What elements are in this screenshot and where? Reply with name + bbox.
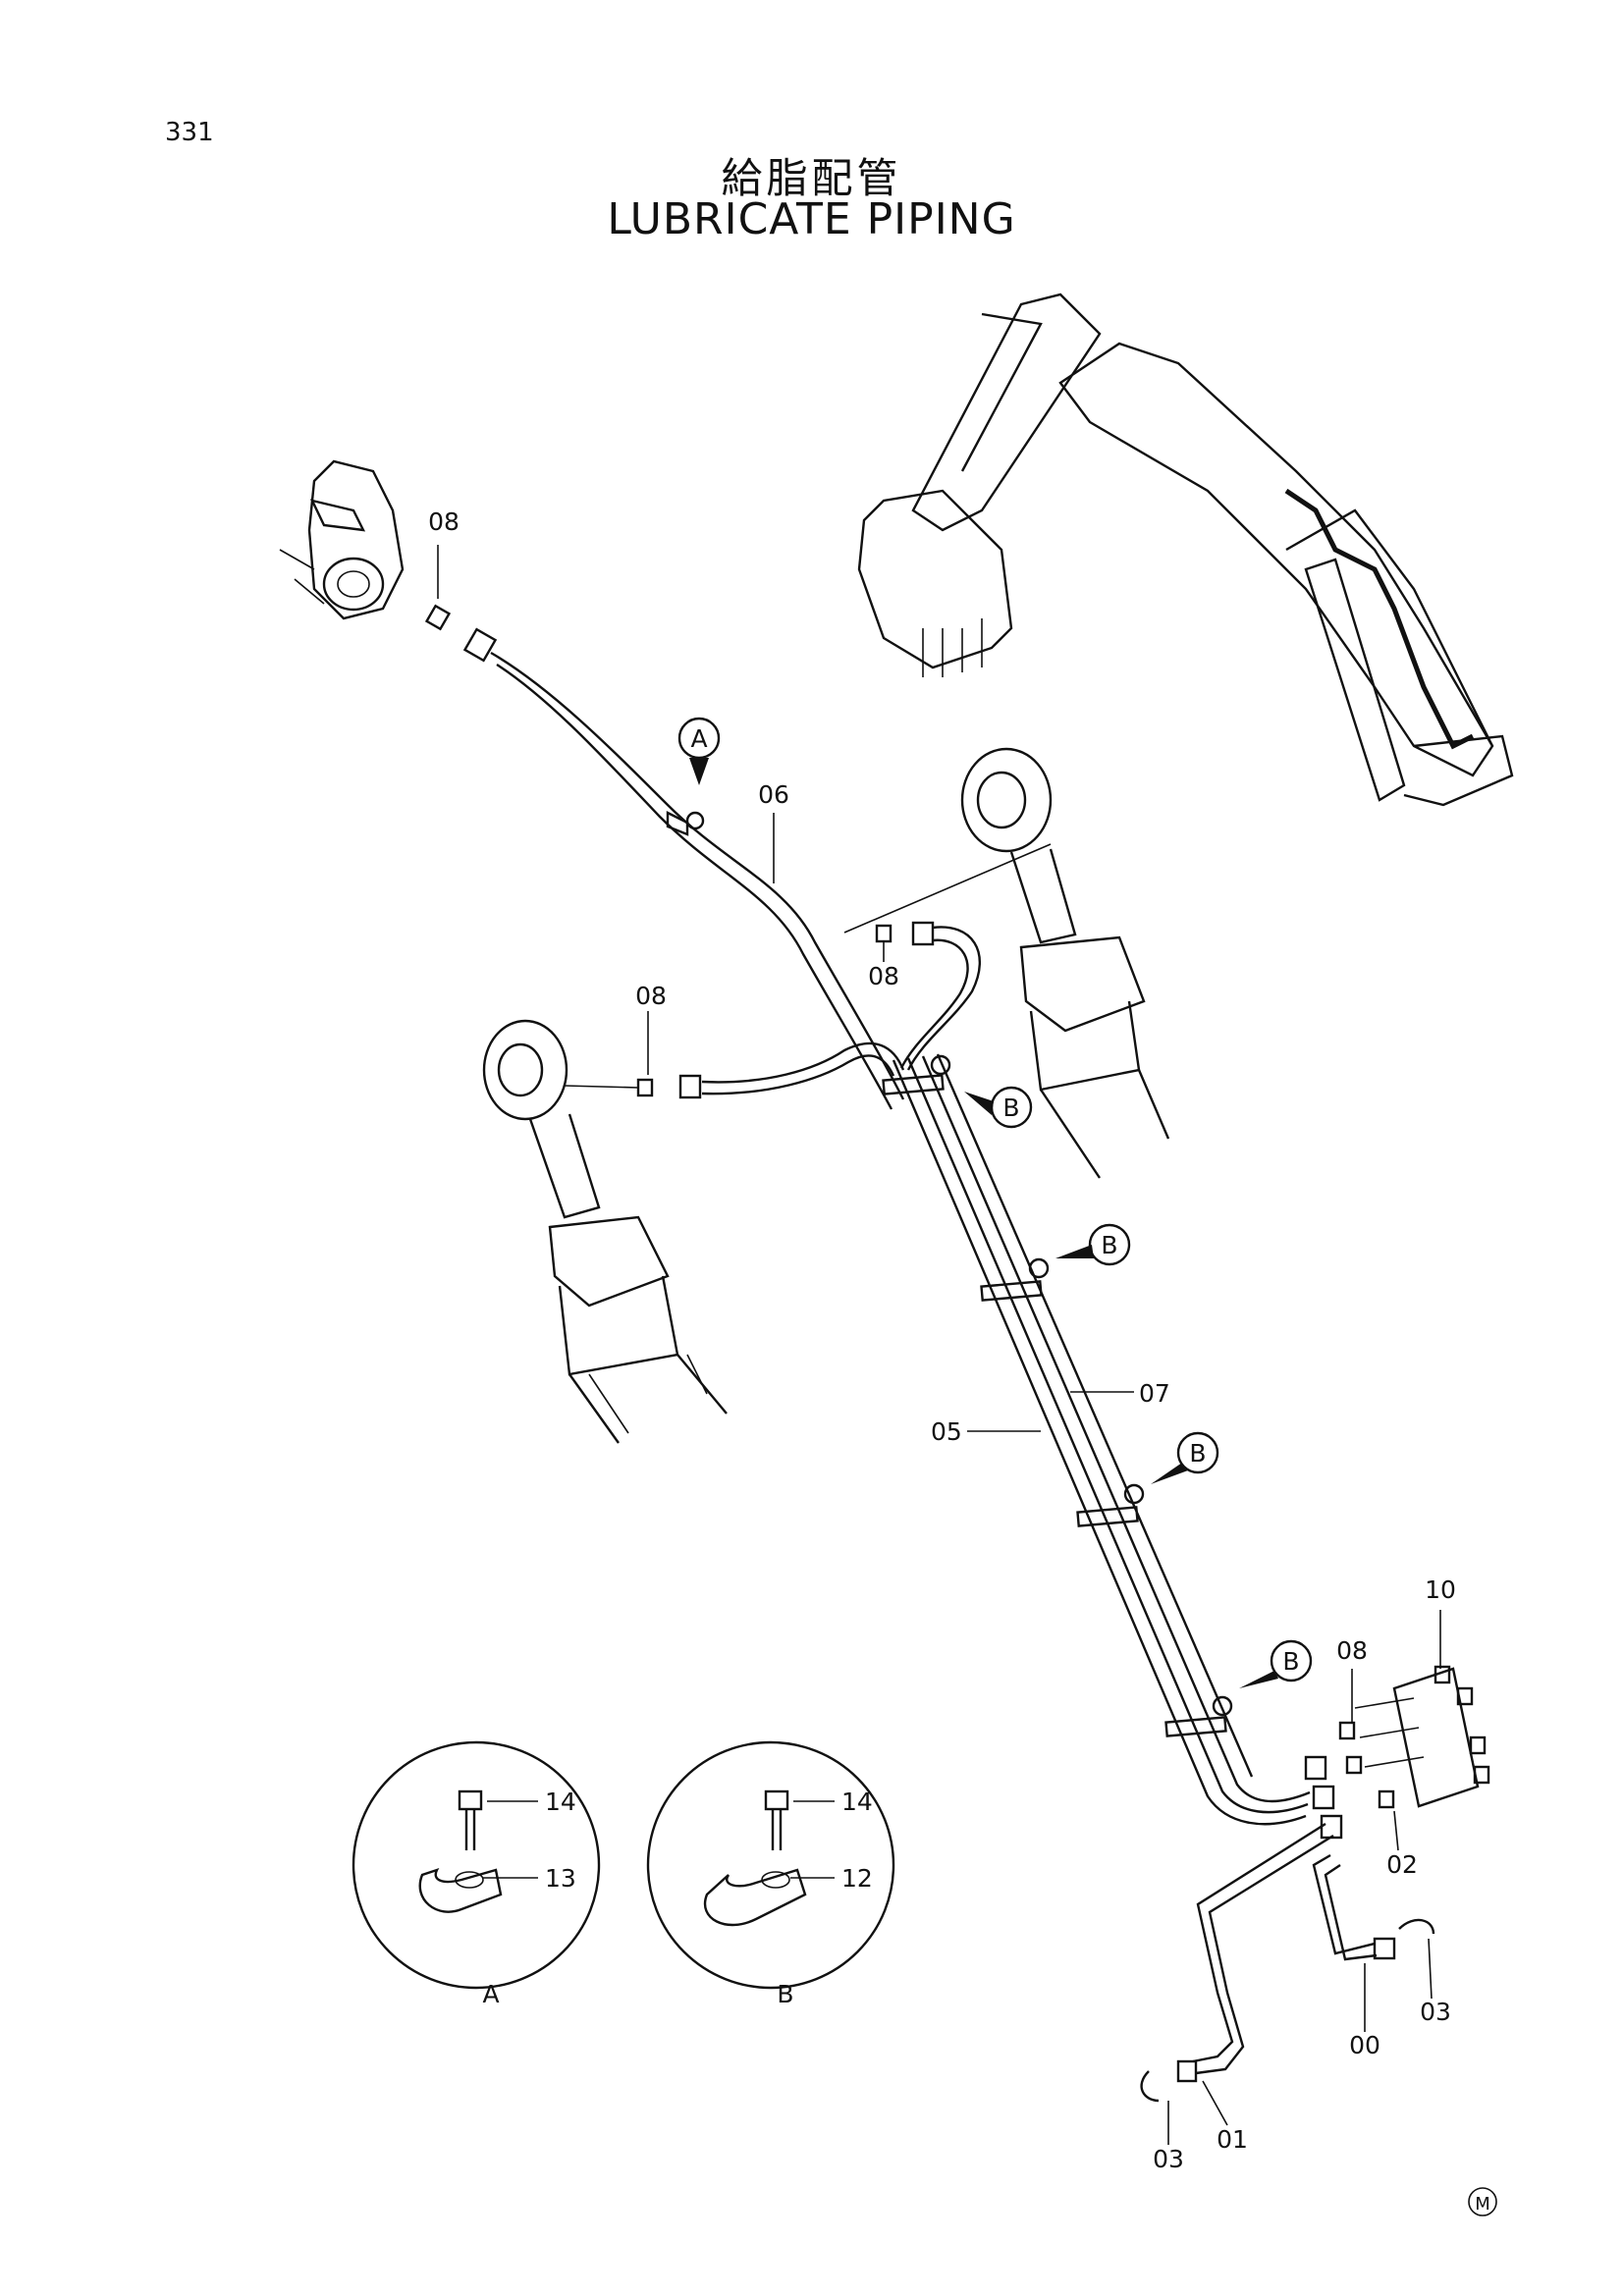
label-a-13: 13 xyxy=(545,1864,576,1893)
detail-a: 14 13 A xyxy=(352,1740,601,2008)
label-03-right: 03 xyxy=(1420,1998,1451,2026)
callout-b3-label: B xyxy=(1189,1439,1206,1468)
title-japanese: 給脂配管 xyxy=(721,154,902,202)
label-b-14: 14 xyxy=(841,1788,873,1816)
hose-right-cylinder xyxy=(843,843,1052,1071)
tube-bundle xyxy=(882,1053,1311,1826)
label-08-mid: 08 xyxy=(868,962,899,990)
callout-b4-label: B xyxy=(1282,1647,1299,1676)
label-05: 05 xyxy=(931,1417,962,1446)
callout-a-label: A xyxy=(690,724,707,753)
label-01: 01 xyxy=(1217,2125,1248,2154)
cylinder-left xyxy=(482,1019,728,1444)
boom-foot-bracket xyxy=(279,459,405,620)
callout-b-3: B xyxy=(1151,1431,1219,1484)
label-08-top: 08 xyxy=(428,507,460,536)
label-07: 07 xyxy=(1139,1379,1170,1408)
callout-a: A xyxy=(677,717,721,785)
label-00: 00 xyxy=(1349,2031,1380,2059)
label-08-left: 08 xyxy=(635,982,667,1010)
label-03-bottom: 03 xyxy=(1153,2145,1184,2173)
pipes-00-01 xyxy=(1140,1822,1435,2103)
hose-left-cylinder xyxy=(564,1041,905,1099)
label-a-14: 14 xyxy=(545,1788,576,1816)
callout-b-2: B xyxy=(1055,1223,1131,1266)
callout-b-4: B xyxy=(1239,1639,1313,1688)
callout-b2-label: B xyxy=(1101,1231,1117,1259)
corner-mark-letter: M xyxy=(1475,2194,1490,2215)
label-b-12: 12 xyxy=(841,1864,873,1893)
detail-a-label: A xyxy=(482,1980,499,2008)
hose-06-assembly xyxy=(424,545,905,1110)
label-08-block: 08 xyxy=(1336,1636,1368,1665)
label-06: 06 xyxy=(758,780,789,809)
distribution-block xyxy=(1304,1665,1490,1840)
page-number: 331 xyxy=(165,118,214,147)
callout-b1-label: B xyxy=(1002,1094,1019,1122)
cylinder-right xyxy=(960,747,1170,1179)
label-10: 10 xyxy=(1425,1575,1456,1604)
callout-b-1: B xyxy=(964,1086,1033,1129)
part-labels: 08 06 08 08 07 05 10 08 02 03 00 03 01 xyxy=(428,507,1456,2173)
corner-mark: M xyxy=(1468,2187,1497,2216)
detail-b-label: B xyxy=(777,1980,793,2008)
title-english: LUBRICATE PIPING xyxy=(607,194,1016,244)
excavator-overview xyxy=(857,293,1514,807)
detail-b: 14 12 B xyxy=(646,1740,895,2008)
label-02: 02 xyxy=(1386,1850,1418,1879)
